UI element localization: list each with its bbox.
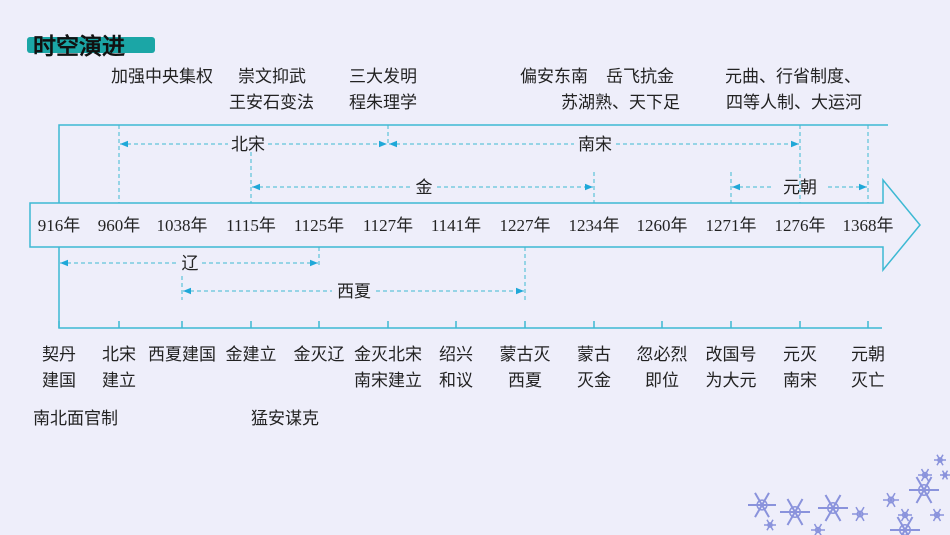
event-label: 灭亡 — [851, 371, 885, 391]
note: 崇文抑武 — [238, 67, 306, 87]
year-labels: 916年 960年 1038年 1115年 1125年 1127年 1141年 1227年 12… — [38, 216, 894, 235]
top-bracket — [58, 124, 888, 203]
period-jin: 金 — [252, 178, 593, 198]
top-notes: 加强中央集权 崇文抑武 三大发明 偏安东南 岳飞抗金 元曲、行省制度、 王安石变… — [111, 67, 862, 113]
event-label: 蒙古灭 — [500, 345, 551, 365]
period-xixia: 西夏 — [183, 282, 524, 302]
period-liao: 辽 — [60, 254, 318, 274]
extra-note: 猛安谋克 — [251, 409, 319, 429]
year-label: 1141年 — [431, 216, 481, 235]
snowflake-icon — [748, 492, 776, 518]
event-label: 忽必烈 — [637, 345, 688, 365]
year-label: 1115年 — [226, 216, 276, 235]
event-label: 蒙古 — [577, 345, 611, 365]
snowflake-icon — [930, 508, 944, 522]
event-label: 建国 — [42, 371, 76, 391]
snowflake-decoration — [748, 454, 950, 535]
year-label: 1271年 — [706, 216, 757, 235]
period-yuan: 元朝 — [732, 178, 867, 198]
snowflake-icon — [940, 470, 950, 480]
event-label: 金灭北宋 — [354, 345, 422, 365]
event-label: 金建立 — [226, 345, 277, 365]
note: 三大发明 — [349, 67, 417, 87]
period-nan-song: 南宋 — [389, 135, 799, 155]
svg-text:金: 金 — [416, 178, 433, 198]
event-label: 西夏建国 — [148, 345, 216, 365]
event-label: 西夏 — [508, 371, 542, 391]
year-label: 1234年 — [569, 216, 620, 235]
title-highlight — [27, 37, 155, 53]
note: 元曲、行省制度、 — [725, 67, 861, 87]
event-label: 南宋 — [783, 371, 817, 391]
timeline-arrow — [29, 177, 921, 273]
snowflake-icon — [818, 494, 848, 522]
note: 偏安东南 — [520, 67, 588, 87]
year-label: 1127年 — [363, 216, 413, 235]
event-label: 南宋建立 — [354, 371, 422, 391]
event-label: 和议 — [439, 371, 473, 391]
snowflake-icon — [898, 508, 912, 522]
year-label: 1125年 — [294, 216, 344, 235]
svg-text:辽: 辽 — [182, 254, 199, 274]
event-label: 元灭 — [783, 345, 817, 365]
note: 加强中央集权 — [111, 67, 213, 87]
event-label: 即位 — [645, 371, 679, 391]
year-label: 1368年 — [843, 216, 894, 235]
snowflake-icon — [934, 454, 946, 466]
year-label: 1276年 — [775, 216, 826, 235]
snowflake-icon — [811, 523, 825, 535]
event-label: 建立 — [102, 371, 136, 391]
period-bei-song: 北宋 — [120, 135, 387, 155]
snowflake-icon — [883, 492, 899, 508]
snowflake-icon — [780, 498, 810, 526]
year-label: 1227年 — [500, 216, 551, 235]
svg-text:元朝: 元朝 — [783, 178, 817, 198]
year-label: 960年 — [98, 216, 141, 235]
bottom-ticks — [58, 321, 869, 328]
note: 王安石变法 — [229, 93, 314, 113]
event-label: 元朝 — [851, 345, 885, 365]
year-label: 1038年 — [157, 216, 208, 235]
event-label: 北宋 — [102, 345, 136, 365]
note: 岳飞抗金 — [606, 67, 674, 87]
snowflake-icon — [909, 476, 939, 504]
event-label: 灭金 — [577, 371, 611, 391]
snowflake-icon — [852, 506, 868, 522]
event-label: 契丹 — [42, 345, 76, 365]
event-labels: 契丹建国 北宋建立西夏建国金建立金灭辽金灭北宋南宋建立绍兴和议 蒙古灭西夏 蒙古灭金 忽… — [42, 345, 885, 391]
event-label: 改国号 — [706, 345, 757, 365]
event-label: 为大元 — [706, 371, 757, 391]
event-label: 绍兴 — [439, 345, 473, 365]
note: 苏湖熟、天下足 — [561, 92, 680, 113]
year-label: 1260年 — [637, 216, 688, 235]
year-label: 916年 — [38, 216, 81, 235]
snowflake-icon — [918, 468, 932, 482]
note: 四等人制、大运河 — [726, 93, 862, 113]
extra-note: 南北面官制 — [33, 409, 118, 429]
svg-text:北宋: 北宋 — [231, 135, 265, 155]
event-label: 金灭辽 — [294, 345, 345, 365]
svg-text:南宋: 南宋 — [578, 135, 612, 155]
period-markers — [118, 125, 869, 300]
page-title: 时空演进 — [33, 33, 125, 60]
svg-text:西夏: 西夏 — [337, 282, 371, 302]
snowflake-icon — [764, 519, 776, 531]
note: 程朱理学 — [349, 93, 417, 113]
snowflake-icon — [890, 516, 920, 535]
